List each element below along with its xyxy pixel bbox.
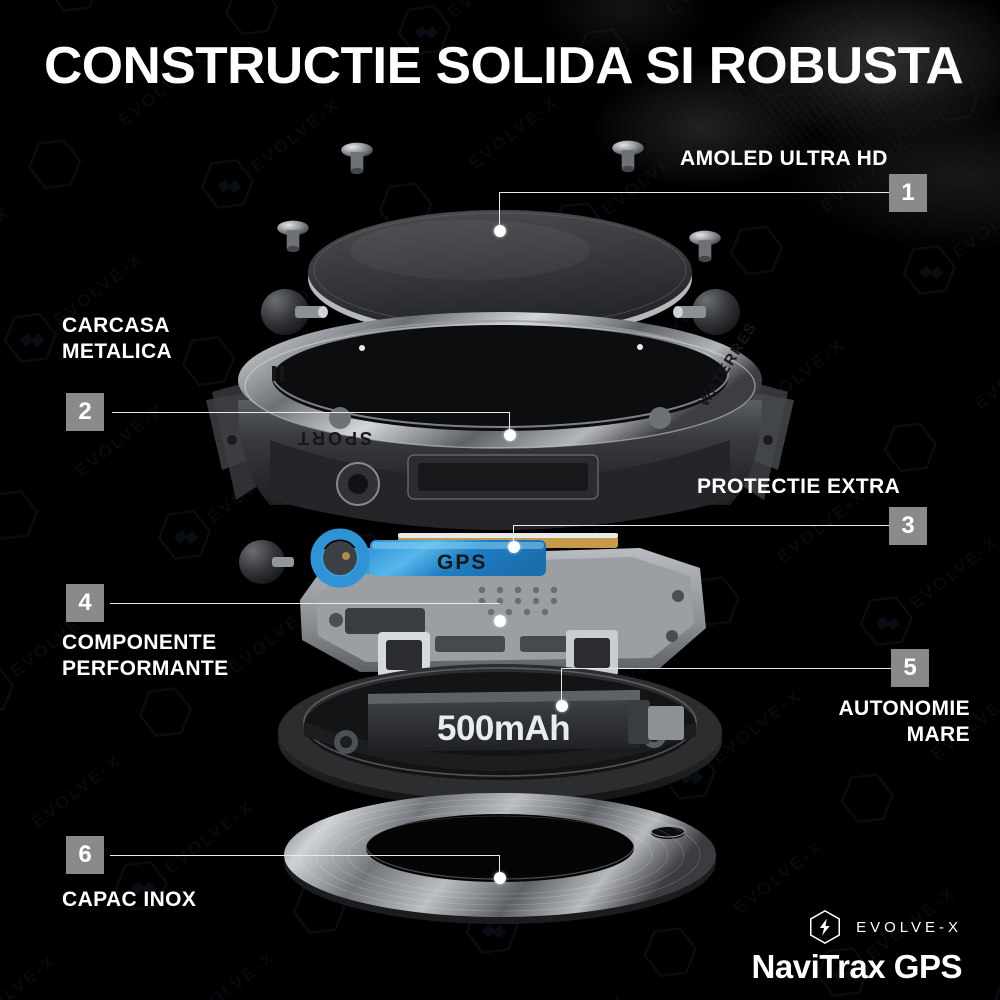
part-back-cover (284, 793, 716, 924)
battery-capacity-label: 500mAh (437, 709, 570, 748)
brand-footer: EVOLVE-X NaviTrax GPS (751, 908, 963, 986)
page-title: CONSTRUCTIE SOLIDA SI ROBUSTA (44, 37, 964, 95)
hexagon-bolt-icon (810, 909, 841, 945)
part-metal-case: SPORT WATERRES (206, 312, 794, 530)
part-gps-module: GPS (310, 528, 546, 588)
brand-logo-row: EVOLVE-X (752, 908, 962, 946)
gps-label: GPS (437, 551, 487, 574)
part-crown-buttons (239, 289, 740, 584)
part-display-glass (308, 210, 692, 340)
product-name: NaviTrax GPS (751, 948, 963, 985)
part-screws (277, 140, 721, 263)
part-battery: 500mAh (278, 664, 722, 808)
part-mainboard: GPS (300, 528, 706, 678)
bezel-engraving-sport: SPORT (295, 428, 372, 448)
brand-logo-text: EVOLVE-X (856, 918, 962, 936)
